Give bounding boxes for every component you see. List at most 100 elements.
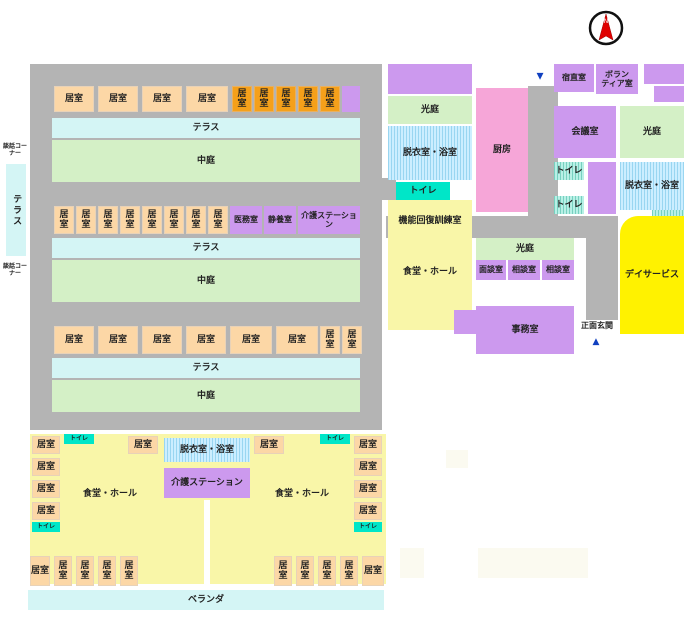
room-2-2: 居 室: [76, 206, 96, 234]
lounge-bottom-label: 談話コーナー: [2, 263, 27, 277]
central-top-utility: [388, 64, 472, 94]
meeting-room: 会議室: [554, 106, 616, 158]
bottom-room-r1: 居 室: [274, 556, 292, 586]
room-2-5: 居 室: [142, 206, 162, 234]
room-2-8: 居 室: [208, 206, 228, 234]
bottom-room-r5: 居室: [362, 556, 384, 586]
bottom-room-r3: 居 室: [318, 556, 336, 586]
room-1-2: 居室: [98, 86, 138, 112]
care-station-bottom: 介護ステーション: [164, 468, 250, 498]
room-1-1: 居室: [54, 86, 94, 112]
light-well-2: 光庭: [620, 106, 684, 158]
room-2-3: 居 室: [98, 206, 118, 234]
room-1-6: 居 室: [254, 86, 274, 112]
room-3-2: 居室: [98, 326, 138, 354]
bl-room-center: 居室: [128, 436, 158, 454]
office: 事務室: [476, 306, 574, 354]
day-service: デイサービス: [620, 216, 684, 334]
bottom-room-l2: 居 室: [54, 556, 72, 586]
rehab-dining-hall: [388, 200, 472, 330]
bl-room-2: 居室: [32, 458, 60, 476]
bottom-room-l3: 居 室: [76, 556, 94, 586]
room-3-5: 居室: [230, 326, 272, 354]
br-room-4: 居室: [354, 502, 382, 520]
room-2-4: 居 室: [120, 206, 140, 234]
volunteer-room: ボラン ティア室: [596, 64, 638, 94]
room-2-6: 居 室: [164, 206, 184, 234]
bottom-room-l5: 居 室: [120, 556, 138, 586]
light-well-1: 光庭: [388, 96, 472, 124]
room-3-8: 居 室: [342, 326, 362, 354]
bottom-room-l4: 居 室: [98, 556, 116, 586]
courtyard-1: 中庭: [52, 140, 360, 182]
room-1-8: 居 室: [298, 86, 318, 112]
room-2-7: 居 室: [186, 206, 206, 234]
br-toilet-top: トイレ: [320, 434, 350, 444]
bl-room-4: 居室: [32, 502, 60, 520]
lounge-top-label: 談話コーナー: [2, 143, 27, 157]
connector-corridor: [382, 178, 396, 200]
room-1-3: 居室: [142, 86, 182, 112]
courtyard-3: 中庭: [52, 380, 360, 412]
room-1-7: 居 室: [276, 86, 296, 112]
room-3-7: 居 室: [320, 326, 340, 354]
bl-room-3: 居室: [32, 480, 60, 498]
room-3-6: 居室: [276, 326, 318, 354]
medical-room: 医務室: [230, 206, 262, 234]
room-3-4: 居室: [186, 326, 226, 354]
toilet-central: トイレ: [396, 182, 450, 200]
consultation-room-2: 相談室: [542, 260, 574, 280]
room-3-1: 居室: [54, 326, 94, 354]
courtyard-2: 中庭: [52, 260, 360, 302]
bl-toilet-top: トイレ: [64, 434, 94, 444]
bl-toilet-bottom: トイレ: [32, 522, 60, 532]
faded-block-2: [400, 548, 424, 578]
dining-hall-right: 食堂・ホール: [274, 488, 329, 499]
main-entrance: 正面玄関: [581, 321, 613, 331]
toilet-right-1: トイレ: [554, 162, 584, 180]
north-compass: N: [588, 10, 624, 46]
kitchen: 厨房: [476, 88, 528, 212]
rest-room: 静養室: [264, 206, 296, 234]
bath-right: 脱衣室・浴室: [620, 162, 684, 210]
right-top-utility-2: [654, 86, 684, 102]
right-top-utility-1: [644, 64, 684, 84]
entrance-arrow-bottom: ▲: [592, 336, 600, 347]
side-terrace: テラス: [6, 164, 26, 256]
night-duty-room: 宿直室: [554, 64, 594, 92]
consultation-room-1: 相談室: [508, 260, 540, 280]
light-well-3: 光庭: [476, 238, 574, 260]
entrance-arrow-top: ▲: [536, 71, 544, 82]
bottom-room-r2: 居 室: [296, 556, 314, 586]
faded-block-1: [446, 450, 468, 468]
bath-central: 脱衣室・浴室: [388, 126, 472, 180]
right-corridor: [528, 86, 558, 216]
br-room-3: 居室: [354, 480, 382, 498]
veranda: ベランダ: [28, 590, 384, 610]
bl-room-1: 居室: [32, 436, 60, 454]
right-corridor-lower: [586, 216, 618, 320]
interview-room: 面談室: [476, 260, 506, 280]
br-room-center: 居室: [254, 436, 284, 454]
br-room-2: 居室: [354, 458, 382, 476]
terrace-2: テラス: [52, 238, 360, 258]
bottom-room-r4: 居 室: [340, 556, 358, 586]
toilet-right-2: トイレ: [554, 196, 584, 214]
br-toilet-bottom: トイレ: [354, 522, 382, 532]
care-station-2: 介護ステーション: [298, 206, 360, 234]
dining-hall-central: 食堂・ホール: [402, 266, 457, 277]
room-1-4: 居室: [186, 86, 228, 112]
terrace-3: テラス: [52, 358, 360, 378]
room-3-3: 居室: [142, 326, 182, 354]
br-room-1: 居室: [354, 436, 382, 454]
bottom-wing-divider: [204, 500, 210, 584]
bath-bottom: 脱衣室・浴室: [164, 438, 250, 462]
faded-block-3: [478, 548, 588, 578]
room-1-9: 居 室: [320, 86, 340, 112]
north-label: N: [604, 18, 609, 25]
room-2-1: 居 室: [54, 206, 74, 234]
terrace-1: テラス: [52, 118, 360, 138]
utility-1: [342, 86, 360, 112]
room-1-5: 居 室: [232, 86, 252, 112]
right-mid-utility: [588, 162, 616, 214]
